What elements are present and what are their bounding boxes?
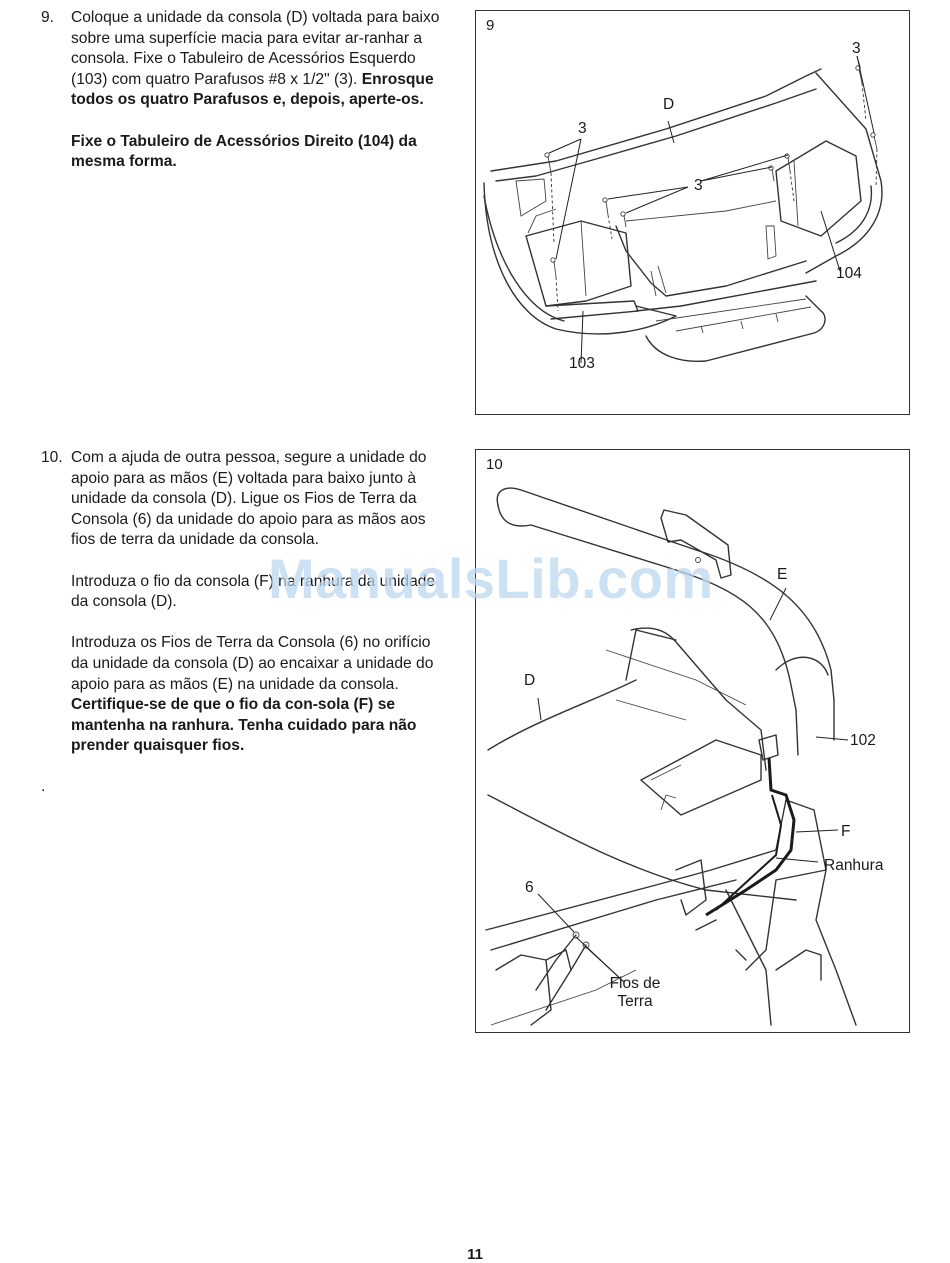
label-console-d: D bbox=[663, 96, 675, 113]
label-part-102: 102 bbox=[850, 732, 876, 749]
label-ground-wires-6: 6 bbox=[525, 879, 534, 896]
step-paragraph: Fixe o Tabuleiro de Acessórios Direito (… bbox=[71, 132, 443, 173]
figure-10-drawing bbox=[485, 487, 857, 1026]
step-paragraph: Coloque a unidade da consola (D) voltada… bbox=[71, 8, 443, 111]
step-paragraph: Com a ajuda de outra pessoa, segure a un… bbox=[71, 449, 427, 549]
label-left-tray-103: 103 bbox=[569, 355, 595, 372]
figure-9-drawing bbox=[483, 55, 883, 364]
page-number: 11 bbox=[467, 1246, 483, 1263]
label-line: Fios de bbox=[609, 975, 661, 992]
instruction-emphasis: Enrosque todos os quatro Parafusos e, de… bbox=[71, 70, 434, 109]
step-number: 10. bbox=[41, 449, 63, 466]
label-console-d: D bbox=[524, 672, 536, 689]
figure-9: 9 D 3 3 3 103 104 bbox=[475, 10, 910, 415]
label-screw: 3 bbox=[852, 40, 861, 57]
instruction-emphasis: Fixe o Tabuleiro de Acessórios Direito (… bbox=[71, 132, 417, 171]
figure-number: 9 bbox=[486, 17, 495, 34]
label-slot: Ranhura bbox=[824, 857, 884, 874]
label-right-tray-104: 104 bbox=[836, 265, 862, 282]
step-paragraph: Introduza os Fios de Terra da Consola (6… bbox=[71, 633, 443, 757]
instruction-text: Coloque a unidade da consola (D) voltada… bbox=[71, 9, 440, 88]
label-handlebar-e: E bbox=[777, 566, 788, 583]
label-screw: 3 bbox=[694, 177, 703, 194]
figure-number: 10 bbox=[486, 456, 503, 473]
label-screw: 3 bbox=[578, 120, 587, 137]
step-instructions: Com a ajuda de outra pessoa, segure a un… bbox=[71, 448, 443, 757]
instruction-text: Introduza os Fios de Terra da Consola (6… bbox=[71, 634, 434, 693]
instruction-emphasis: Certifique-se de que o fio da con-sola (… bbox=[71, 696, 417, 755]
label-line: Terra bbox=[617, 993, 653, 1010]
step-number: 9. bbox=[41, 9, 55, 26]
trailing-period: . bbox=[41, 778, 46, 795]
watermark: ManualsLib.com bbox=[268, 547, 714, 610]
label-console-wire-f: F bbox=[841, 823, 851, 840]
step-paragraph: Introduza o fio da consola (F) na ranhur… bbox=[71, 572, 436, 611]
step-instructions: Coloque a unidade da consola (D) voltada… bbox=[71, 8, 443, 173]
